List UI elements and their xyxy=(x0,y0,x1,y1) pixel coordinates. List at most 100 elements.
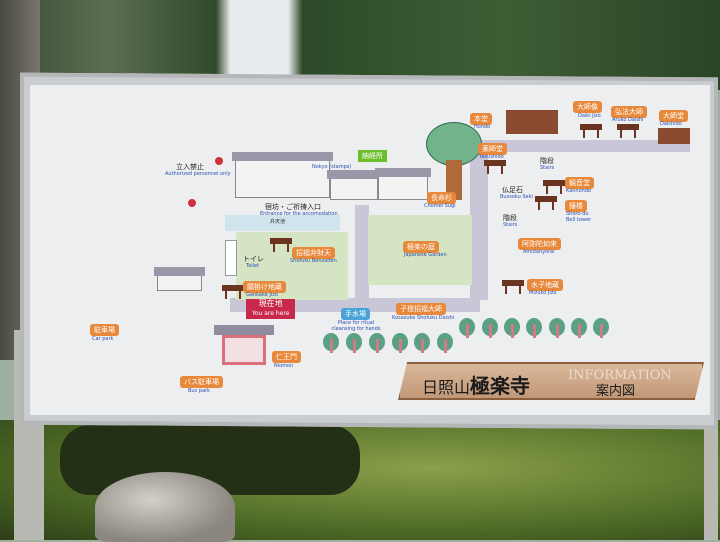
garden-en: Japanese Garden xyxy=(404,252,447,258)
gankake-label: 願掛け地蔵 xyxy=(243,281,286,293)
tree-icon xyxy=(323,333,339,353)
information-text: INFORMATION xyxy=(568,368,672,383)
mizuko-en: Mizuko Jizo xyxy=(529,290,557,296)
kannondo-label: 観音堂 xyxy=(565,177,594,189)
title-banner: 日照山極楽寺 INFORMATION 案内図 xyxy=(398,362,704,400)
yakushido-hut xyxy=(484,160,506,174)
gankake-en: Gankake Jizo xyxy=(246,292,278,298)
garden-label: 極楽の庭 xyxy=(403,241,439,253)
shofuku-label: 招福弁財天 xyxy=(292,247,335,259)
roof xyxy=(154,267,205,276)
path xyxy=(355,205,369,300)
car-park-en: Car park xyxy=(92,336,114,342)
no-entry-icon xyxy=(213,155,225,167)
roof xyxy=(327,170,381,179)
tree-icon xyxy=(392,333,408,353)
you-are-here-marker: 現在地 You are here xyxy=(246,299,296,319)
car-park-label: 駐車場 xyxy=(90,324,119,336)
temizuya-en: Place for ritual cleansing for hands xyxy=(331,320,381,332)
rock xyxy=(95,472,235,542)
yakushido-label: 薬師堂 xyxy=(478,143,507,155)
mizuko-label: 水子地蔵 xyxy=(527,279,563,291)
building-annex xyxy=(327,170,381,200)
hondo-label: 本堂 xyxy=(470,113,492,125)
benzaiten-hut xyxy=(270,238,292,252)
shofuku-en: Shofuku Benzaiten xyxy=(290,258,337,264)
daishido-label: 大師堂 xyxy=(659,110,688,122)
tree-icon xyxy=(414,333,430,353)
shoro-label: 鐘楼 xyxy=(565,200,587,212)
sign-post-right xyxy=(704,420,718,540)
nokyo-en: Nokyo (stamps) xyxy=(312,164,352,170)
building-annex xyxy=(375,168,431,200)
roof xyxy=(232,152,333,161)
temizuya-label: 手水場 xyxy=(341,308,370,320)
guide-map-text: 案内図 xyxy=(596,384,636,399)
entrance-en: Entrance for the accomodation xyxy=(260,211,338,217)
no-entry-en: Authorized personnel only xyxy=(165,171,231,177)
tree-icon xyxy=(482,318,498,338)
niomon-en: Niomon xyxy=(274,363,294,369)
main-building xyxy=(232,152,333,198)
no-entry-icon xyxy=(186,197,198,209)
daiki-label: 大師像 xyxy=(573,101,602,113)
bussoku-label: 仏足石 xyxy=(502,186,523,194)
stairs-label-2: 階段 xyxy=(503,214,517,222)
bus-park-label: バス駐車場 xyxy=(180,376,223,388)
entrance-label: 宿坊・ご祈祷入口 xyxy=(265,203,321,211)
niomon-label: 仁王門 xyxy=(272,351,301,363)
path xyxy=(470,150,488,300)
temple-main-name: 極楽寺 xyxy=(470,374,531,398)
tree-icon xyxy=(459,318,475,338)
hondo-en: Hondo xyxy=(474,124,491,130)
temple-name: 日照山極楽寺 xyxy=(422,370,530,399)
kannondo-hut xyxy=(543,180,565,194)
chomei-sugi-tree xyxy=(426,122,482,166)
you-are-here-jp: 現在地 xyxy=(258,299,283,308)
toilet-en: Toilet xyxy=(246,263,260,269)
stairs-label: 階段 xyxy=(540,157,554,165)
you-are-here-en: You are here xyxy=(252,310,290,317)
amida-label: 阿弥陀如来 xyxy=(518,238,561,250)
car-park-building xyxy=(154,267,205,291)
daishido-building xyxy=(658,128,690,144)
tree-icon xyxy=(526,318,542,338)
jizo-hut xyxy=(222,285,244,299)
tree-icon xyxy=(549,318,565,338)
tree-icon xyxy=(504,318,520,338)
kosazuke-en: Kosazuke Shofuku Daishi xyxy=(392,315,455,321)
amida-en: Amidanyorai xyxy=(523,249,555,255)
stairs-en: Stairs xyxy=(540,165,555,171)
toilet-icon xyxy=(225,240,237,276)
tree-icon xyxy=(571,318,587,338)
stairs-en-2: Stairs xyxy=(503,222,518,228)
kannondo-en: Kannondo xyxy=(566,188,592,194)
mizuko-hut xyxy=(502,280,524,294)
daishido-en: Daishido xyxy=(660,121,682,127)
shoro-hut xyxy=(535,196,557,210)
roof xyxy=(375,168,431,177)
jizo-hut xyxy=(580,124,602,138)
pond-label: 弁天池 xyxy=(270,219,286,225)
yakushido-en: Yakushido xyxy=(479,154,504,160)
tree-icon xyxy=(346,333,362,353)
no-entry-label: 立入禁止 xyxy=(176,163,204,171)
aruko-en: Aruko Daishi xyxy=(612,117,644,123)
nokyo-label: 納経所 xyxy=(358,150,387,162)
tree-trunk xyxy=(446,160,462,200)
aruko-label: 弘法大師 xyxy=(611,106,647,118)
tree-icon xyxy=(437,333,453,353)
bussoku-en: Bussoku Seki xyxy=(500,194,533,200)
kosazuke-label: 子授招福大師 xyxy=(396,303,446,315)
benten-pond: 弁天池 xyxy=(225,215,340,231)
daiki-en: Daiki Jizo xyxy=(578,113,601,119)
tree-icon xyxy=(593,318,609,338)
daishi-hut xyxy=(617,124,639,138)
hondo-building xyxy=(506,110,558,134)
chomei-label: 長命杉 xyxy=(427,192,456,204)
shoro-en: Shoro-do Bell tower xyxy=(566,211,592,223)
toilet-label: トイレ xyxy=(243,255,264,263)
tree-icon xyxy=(369,333,385,353)
mountain-name: 日照山 xyxy=(422,378,471,397)
niomon-gate xyxy=(214,325,274,365)
